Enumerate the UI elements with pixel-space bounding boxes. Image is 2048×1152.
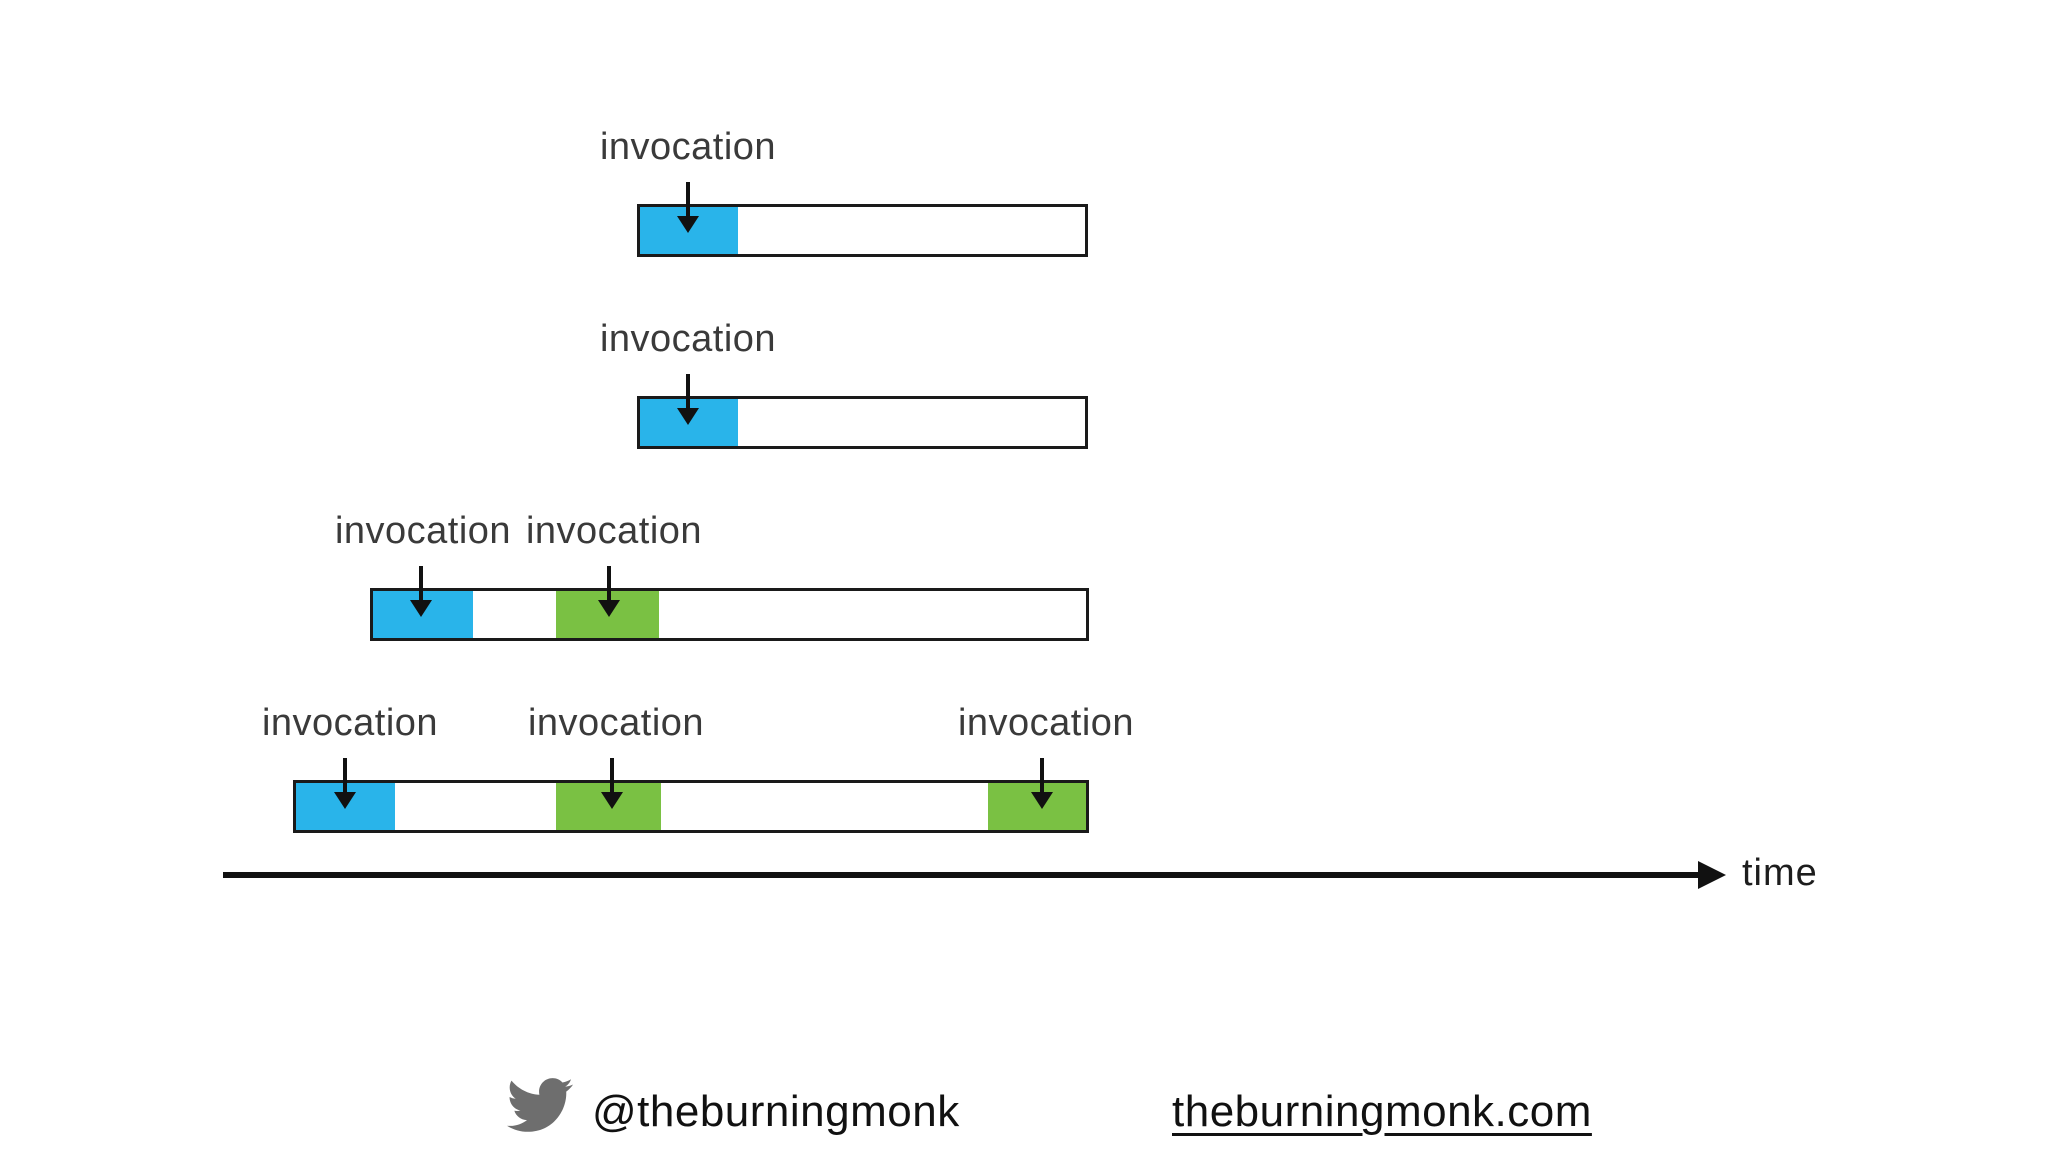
invocation-label: invocation: [599, 126, 777, 168]
invocation-label: invocation: [334, 510, 512, 552]
timeline-bar: [293, 780, 1089, 833]
invocation-label: invocation: [599, 318, 777, 360]
timeline-bar: [370, 588, 1089, 641]
arrow-shaft: [686, 182, 690, 216]
time-axis-line: [223, 872, 1700, 878]
arrow-down-icon: [597, 566, 621, 617]
twitter-bird-icon: [500, 1072, 580, 1138]
website-link[interactable]: theburningmonk.com: [1172, 1087, 1592, 1136]
arrow-right-icon: [1698, 861, 1726, 889]
time-axis-label: time: [1742, 852, 1818, 894]
arrow-head: [410, 600, 432, 617]
invocation-label: invocation: [957, 702, 1135, 744]
timeline-bar: [637, 204, 1088, 257]
twitter-handle[interactable]: @theburningmonk: [592, 1087, 960, 1136]
arrow-head: [601, 792, 623, 809]
arrow-shaft: [419, 566, 423, 600]
arrow-head: [677, 408, 699, 425]
invocation-label: invocation: [527, 702, 705, 744]
arrow-shaft: [1040, 758, 1044, 792]
arrow-head: [677, 216, 699, 233]
arrow-down-icon: [409, 566, 433, 617]
invocation-label: invocation: [525, 510, 703, 552]
arrow-shaft: [607, 566, 611, 600]
arrow-shaft: [610, 758, 614, 792]
timeline-bar: [637, 396, 1088, 449]
arrow-shaft: [686, 374, 690, 408]
invocation-label: invocation: [261, 702, 439, 744]
arrow-down-icon: [1030, 758, 1054, 809]
arrow-head: [334, 792, 356, 809]
arrow-down-icon: [333, 758, 357, 809]
arrow-shaft: [343, 758, 347, 792]
arrow-down-icon: [600, 758, 624, 809]
arrow-down-icon: [676, 182, 700, 233]
arrow-head: [598, 600, 620, 617]
arrow-head: [1031, 792, 1053, 809]
arrow-down-icon: [676, 374, 700, 425]
